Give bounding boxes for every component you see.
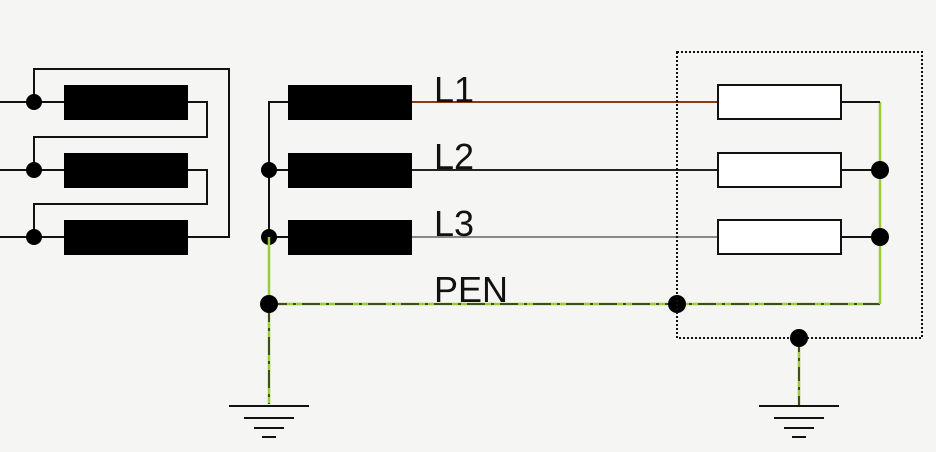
earth-symbol-load bbox=[759, 405, 839, 438]
load-group bbox=[676, 51, 923, 406]
load-star-junction-2 bbox=[871, 161, 889, 179]
primary-winding-group bbox=[0, 68, 230, 255]
pen-conductor bbox=[260, 102, 882, 404]
primary-winding-2 bbox=[64, 153, 188, 188]
delta-link-3-1 bbox=[33, 68, 230, 238]
label-pen: PEN bbox=[434, 269, 508, 310]
secondary-winding-group bbox=[261, 85, 412, 255]
label-l3: L3 bbox=[434, 203, 474, 244]
enclosure-earth-junction bbox=[790, 329, 808, 347]
primary-junction-1 bbox=[26, 94, 42, 110]
delta-link-2-3 bbox=[33, 169, 208, 237]
pen-junction-source bbox=[260, 295, 278, 313]
load-star-junction-3 bbox=[871, 228, 889, 246]
label-l2: L2 bbox=[434, 136, 474, 177]
delta-link-1-2 bbox=[33, 101, 208, 170]
secondary-winding-1 bbox=[288, 85, 412, 120]
secondary-winding-2 bbox=[288, 153, 412, 188]
primary-winding-3 bbox=[64, 220, 188, 255]
star-junction-2 bbox=[261, 162, 277, 178]
earth-symbol-source bbox=[229, 405, 309, 438]
primary-junction-2 bbox=[26, 162, 42, 178]
load-resistor-3 bbox=[717, 219, 842, 255]
load-resistor-2 bbox=[717, 152, 842, 188]
load-resistor-1 bbox=[717, 84, 842, 120]
primary-junction-3 bbox=[26, 229, 42, 245]
secondary-winding-3 bbox=[288, 220, 412, 255]
label-l1: L1 bbox=[434, 69, 474, 110]
star-point-bus bbox=[268, 101, 288, 237]
primary-winding-1 bbox=[64, 85, 188, 120]
